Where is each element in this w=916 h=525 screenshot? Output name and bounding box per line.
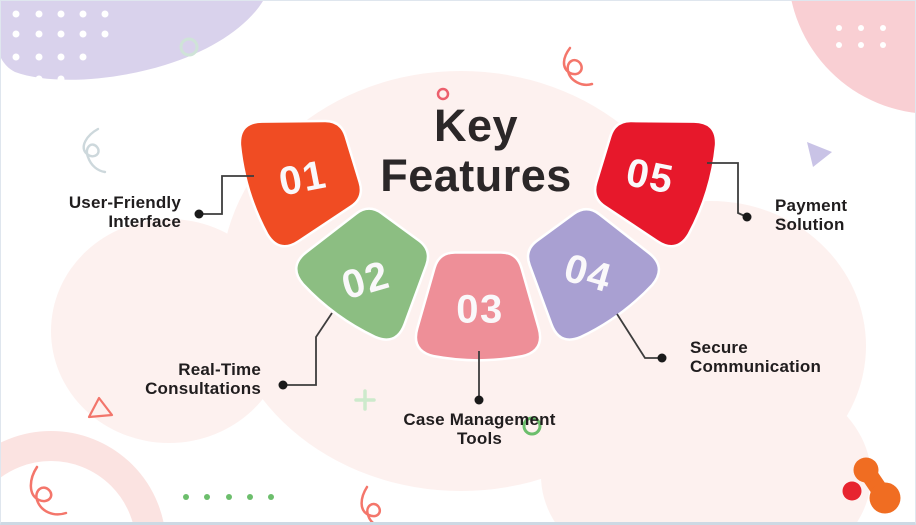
segment-03-number: 03 [456,287,504,332]
connector-dot-05 [742,212,752,222]
curl-squiggle-bottom-left-icon [29,465,68,516]
connector-line-02 [283,312,333,386]
segment-02-shape [295,207,430,341]
curl-squiggle-bottom-center-icon [360,485,382,522]
dot-row-bottom-icon [183,494,274,500]
segment-01-shape [238,119,363,248]
page-title: Key Features [276,101,676,201]
molecule-icon [842,457,901,514]
connector-dot-02 [278,380,288,390]
feature-label-user-friendly-interface: User-Friendly Interface [68,193,181,231]
ring-teal-icon [179,37,199,57]
feature-label-secure-communication: Secure Communication [690,338,822,376]
page-title-line2: Features [380,150,572,201]
pink-corner-blob [791,1,915,113]
ring-coral-icon [436,87,450,101]
feature-label-payment-solution: Payment Solution [775,196,848,234]
dot-grid-top-left-icon [12,10,109,83]
ring-pink-corner-icon [1,431,164,522]
feature-label-case-management-tools: Case Management Tools [403,410,556,448]
plus-light-green-icon [354,389,376,411]
segment-05-shape [593,119,718,248]
lavender-blob [1,1,263,83]
connector-line-04 [616,313,662,359]
connector-line-05 [707,162,748,218]
segment-01-number: 01 [275,152,331,205]
triangle-solid-lavender-icon [807,142,832,167]
curl-squiggle-top-icon [562,46,594,86]
connector-dot-04 [657,353,667,363]
triangle-outline-coral-icon [87,396,114,419]
ring-green-icon [522,416,542,436]
connector-line-01 [199,175,254,215]
dot-grid-top-right-icon [836,25,886,48]
feature-label-real-time-consultations: Real-Time Consultations [145,360,261,398]
segment-03-shape [414,251,542,362]
segment-04-shape [526,208,661,341]
page-title-line1: Key [433,100,519,151]
connector-dot-01 [194,209,204,219]
connector-dot-03 [474,395,484,405]
segment-05-number: 05 [622,150,678,203]
curl-squiggle-gray-icon [82,127,107,174]
